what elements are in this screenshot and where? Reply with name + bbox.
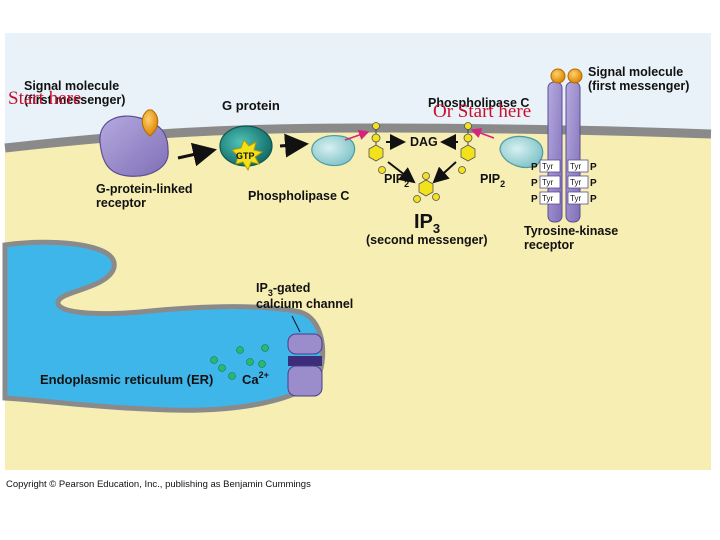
label-first-messenger-left: (first messenger) <box>24 93 125 107</box>
endoplasmic-reticulum <box>2 239 326 413</box>
label-ip3: IP3 <box>414 211 440 236</box>
label-tk-line1: Tyrosine-kinase <box>524 224 618 238</box>
phosphate-r3: P <box>590 194 597 205</box>
label-pip2-right: PIP2 <box>480 172 505 189</box>
label-gpcr-line1: G-protein-linked <box>96 182 193 196</box>
pip2-left-molecule <box>368 122 386 174</box>
arrow-pip2-to-ip3-left <box>387 161 416 184</box>
arrow-plc-right-to-pip2 <box>470 128 495 139</box>
arrow-pip2-to-ip3-right <box>432 161 457 184</box>
label-calcium-channel: calcium channel <box>256 297 353 311</box>
channel-pointer-line <box>291 315 301 333</box>
label-pip2-left: PIP2 <box>384 172 409 189</box>
ip3-molecule <box>413 172 440 203</box>
copyright-text: Copyright © Pearson Education, Inc., pub… <box>6 479 311 490</box>
label-g-protein: G protein <box>222 98 280 113</box>
tyr-tag-r3: Tyr <box>570 194 581 203</box>
label-phospholipase-c-top: Phospholipase C <box>428 96 529 110</box>
gtp-burst <box>231 139 264 172</box>
arrow-gprotein-to-plc <box>279 133 309 158</box>
pip2-right-molecule <box>458 122 476 174</box>
phospholipase-c-left-shape <box>311 135 356 167</box>
label-dag: DAG <box>410 135 438 149</box>
label-gtp: GTP <box>236 151 255 161</box>
phosphate-l3: P <box>531 194 538 205</box>
phosphate-l1: P <box>531 162 538 173</box>
calcium-ions <box>210 344 269 380</box>
phosphate-r2: P <box>590 178 597 189</box>
arrow-plc-left-to-pip2 <box>344 129 370 141</box>
ip3-gated-calcium-channel-shape <box>287 333 323 397</box>
label-calcium: Ca2+ <box>242 370 269 387</box>
overlay-or-start-here: Or Start here <box>433 101 531 122</box>
label-gpcr-line2: receptor <box>96 196 146 210</box>
label-second-messenger: (second messenger) <box>366 233 488 247</box>
tyrosine-kinase-receptor-shape <box>539 68 589 223</box>
phosphate-l2: P <box>531 178 538 189</box>
overlay-start-here: Start here <box>8 88 81 109</box>
phospholipase-c-right-shape <box>499 135 544 169</box>
label-signal-molecule-right: Signal molecule <box>588 65 683 79</box>
label-signal-molecule-left: Signal molecule <box>24 79 119 93</box>
cytoplasm <box>5 128 711 470</box>
label-first-messenger-right: (first messenger) <box>588 79 689 93</box>
tyr-tag-l3: Tyr <box>542 194 553 203</box>
tyr-tag-r2: Tyr <box>570 178 581 187</box>
label-ip3-gated: IP3-gated <box>256 281 310 298</box>
label-er: Endoplasmic reticulum (ER) <box>40 372 213 387</box>
phosphate-r1: P <box>590 162 597 173</box>
tyr-tag-l1: Tyr <box>542 162 553 171</box>
label-phospholipase-c-bottom: Phospholipase C <box>248 189 349 203</box>
tyr-tag-r1: Tyr <box>570 162 581 171</box>
arrow-receptor-to-gprotein <box>177 142 217 167</box>
label-tk-line2: receptor <box>524 238 574 252</box>
signal-molecule-left-shape <box>141 109 159 137</box>
tyr-tag-l2: Tyr <box>542 178 553 187</box>
